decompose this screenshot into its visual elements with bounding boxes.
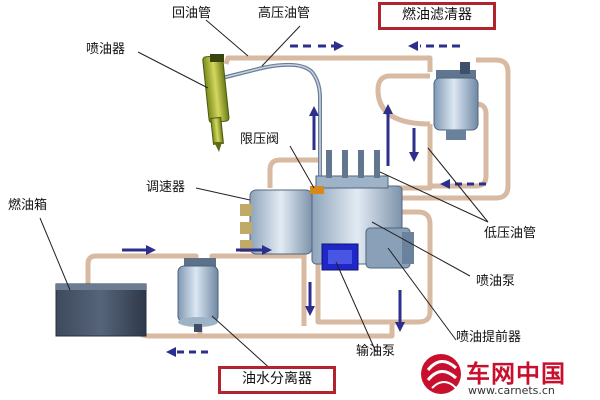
label-water-separator: 油水分离器 [218,366,336,394]
injection-pump-assembly [240,150,414,271]
high-pressure-pipe [221,62,322,184]
arrow-governor-down [305,282,315,316]
label-return-pipe: 回油管 [172,6,212,21]
right-return-rail [375,73,431,127]
low-pressure-loop [400,57,511,201]
leader-low-pressure-1 [379,171,489,223]
label-low-pressure-pipe: 低压油管 [484,226,537,241]
leader-low-pressure-2 [427,147,489,223]
label-injection-pump: 喷油泵 [476,274,516,289]
leader-fuel-tank [39,217,71,291]
flow-arrows [122,41,486,357]
leader-return-pipe [205,19,249,57]
arrow-tank-supply [122,245,156,255]
label-governor: 调速器 [146,180,186,195]
fuel-tank-body [55,283,147,337]
leader-high-pressure-pipe [261,25,301,67]
leader-pressure-limit-valve [289,145,315,189]
label-injector: 喷油器 [86,42,126,57]
fuel-filter-body [433,62,479,140]
label-fuel-feed-pump: 输油泵 [356,344,396,359]
label-injection-advancer: 喷油提前器 [456,330,522,345]
return-pipe-line [223,55,433,72]
leader-advancer [387,247,457,341]
tank-supply-pipe [85,253,199,286]
carnets-logo-mark [421,354,461,394]
leader-water-separator [211,315,275,373]
watermark-url: www.carnets.cn [468,384,555,397]
governor-feed-pipe [267,157,318,188]
arrow-to-pump [236,245,272,255]
arrow-filter-down [409,128,419,162]
label-fuel-tank: 燃油箱 [8,198,48,213]
arrow-low-pressure-left [440,179,486,189]
watermark-brand-name: 车网中国 [466,360,566,388]
leader-injector [137,51,209,89]
injector-body [202,54,230,152]
arrow-top-right [290,41,344,51]
arrow-right-loop-up [383,104,393,166]
water-separator-body [177,258,219,332]
label-high-pressure-pipe: 高压油管 [258,6,311,21]
arrow-high-pressure-up [309,106,319,150]
arrow-bottom-left [166,347,208,357]
leader-injection-pump [371,221,471,277]
leader-feed-pump [335,261,377,353]
leader-lines [39,19,489,373]
label-pressure-limit-valve: 限压阀 [240,132,280,147]
arrow-right-return-down [395,290,405,332]
arrow-filter-top [408,41,460,51]
label-fuel-filter: 燃油滤清器 [378,2,496,30]
leader-governor [195,187,251,201]
